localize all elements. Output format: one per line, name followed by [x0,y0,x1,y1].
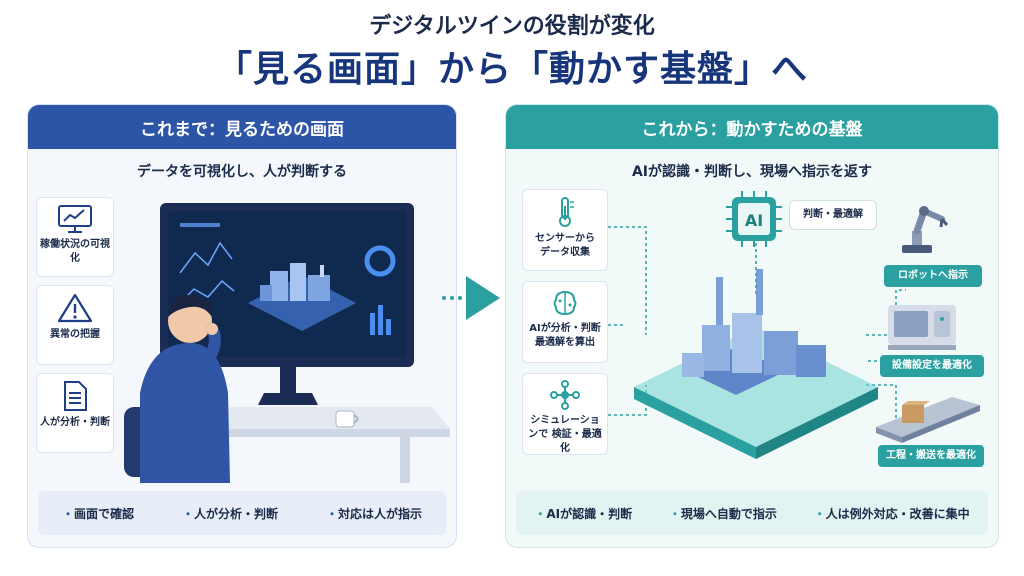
output-robot-instruction: ロボットへ指示 [884,265,982,287]
output-equipment-settings: 設備設定を最適化 [880,355,984,377]
ai-chip-icon: AI [726,191,782,247]
card-label: AIが分析・判断 最適解を算出 [529,323,601,348]
footer-item: 人が分析・判断 [182,505,278,522]
output-process-transport: 工程・搬送を最適化 [878,445,984,467]
panel-before-heading: これまで：見るための画面 [28,105,456,149]
network-icon [550,380,580,410]
panel-before-footer: 画面で確認 人が分析・判断 対応は人が指示 [38,491,446,535]
card-simulation: シミュレーションで 検証・最適化 [522,373,608,455]
card-ai-analysis: AIが分析・判断 最適解を算出 [522,281,608,363]
document-icon [64,381,87,411]
card-label: 稼働状況の可視化 [40,239,110,264]
cnc-machine-icon [888,305,956,350]
footer-item: 画面で確認 [62,505,134,522]
footer-item: 現場へ自動で指示 [669,505,777,522]
card-detect-anomaly: 異常の把握 [36,285,114,365]
card-label: 異常の把握 [50,329,100,340]
brain-icon [553,290,577,316]
panel-after: これから：動かすための基盤 AIが認識・判断し、現場へ指示を返す センサーから … [505,104,999,548]
ai-decision-bubble: 判断・最適解 [789,200,877,230]
chart-monitor-icon [58,205,92,233]
card-sensor-collection: センサーから データ収集 [522,189,608,271]
digital-twin-factory-illustration [608,226,906,459]
panel-after-heading: これから：動かすための基盤 [506,105,998,149]
thermometer-icon [559,197,574,227]
footer-item: AIが認識・判断 [534,505,632,522]
warning-icon [57,293,93,323]
footer-item: 人は例外対応・改善に集中 [814,505,970,522]
card-visualize-status: 稼働状況の可視化 [36,197,114,277]
operator-at-monitor-illustration [124,203,450,483]
page-title: 「見る画面」から「動かす基盤」へ [215,49,808,90]
panel-after-lead: AIが認識・判断し、現場へ指示を返す [631,164,873,180]
card-label: 人が分析・判断 [40,417,110,428]
footer-item: 対応は人が指示 [326,505,422,522]
panel-after-footer: AIが認識・判断 現場へ自動で指示 人は例外対応・改善に集中 [516,491,988,535]
ai-chip-label: AI [745,211,763,230]
card-human-analysis: 人が分析・判断 [36,373,114,453]
robot-arm-icon [902,206,949,253]
conveyor-icon [876,397,980,443]
card-label: シミュレーションで 検証・最適化 [528,415,602,454]
transition-arrow-icon [442,276,500,320]
card-label: センサーから データ収集 [535,233,595,258]
panel-before: これまで：見るための画面 データを可視化し、人が判断する 稼働状況の可視化 異常… [27,104,457,548]
panel-before-lead: データを可視化し、人が判断する [137,164,347,180]
page-subtitle: デジタルツインの役割が変化 [369,14,655,39]
